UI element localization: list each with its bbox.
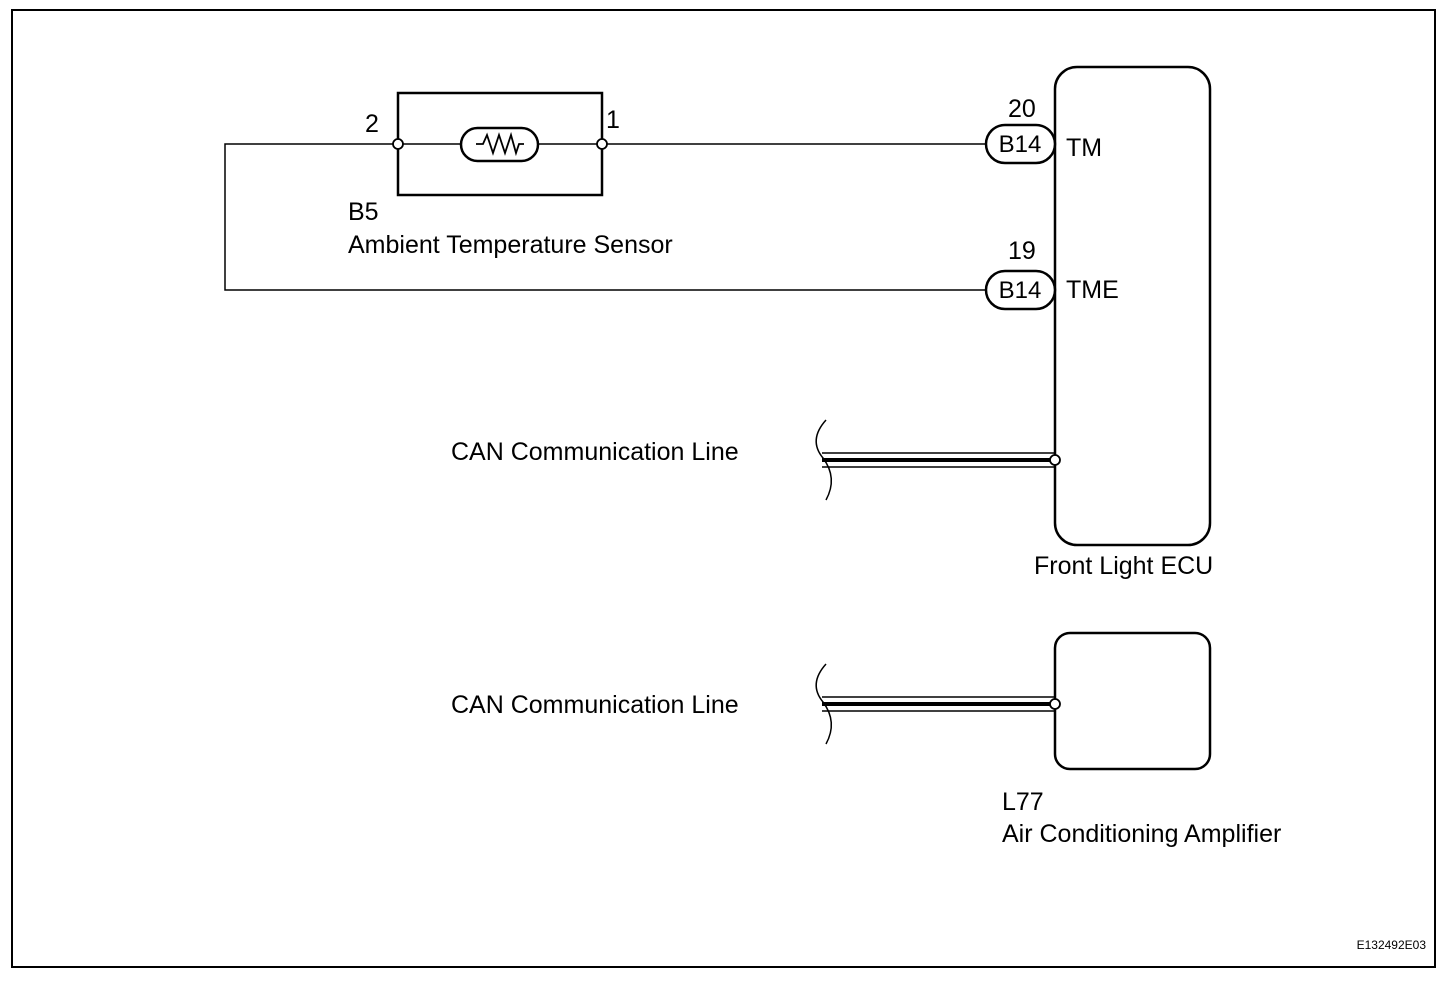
sensor-pin-left-label: 2 bbox=[365, 110, 379, 138]
wire-tme bbox=[224, 143, 987, 291]
ecu-terminal-tme-label: TME bbox=[1066, 276, 1119, 304]
sensor-pin-2-icon bbox=[392, 138, 404, 150]
connector-tme-code: B14 bbox=[999, 277, 1042, 304]
figure-code: E132492E03 bbox=[1357, 938, 1427, 952]
ecu-terminal-tm-label: TM bbox=[1066, 134, 1102, 162]
diagram-frame bbox=[11, 9, 1436, 968]
sensor-pin-1-icon bbox=[596, 138, 608, 150]
front-light-ecu-box bbox=[1053, 65, 1212, 547]
ecu-pin-tme: 19 bbox=[1008, 237, 1036, 265]
resistor-zigzag-icon bbox=[476, 131, 524, 157]
connector-b14-tm bbox=[984, 123, 1057, 165]
ac-amplifier-box bbox=[1053, 631, 1212, 771]
sensor-pin-right-label: 1 bbox=[606, 106, 620, 134]
connector-b14-tme bbox=[984, 269, 1057, 311]
amplifier-code: L77 bbox=[1002, 788, 1044, 816]
can-line-1-terminal-icon bbox=[1049, 454, 1061, 466]
can-line-2-label: CAN Communication Line bbox=[451, 691, 739, 719]
sensor-code: B5 bbox=[348, 198, 379, 226]
can-line-1-label: CAN Communication Line bbox=[451, 438, 739, 466]
thermistor-icon bbox=[459, 126, 540, 163]
ecu-name: Front Light ECU bbox=[1034, 552, 1213, 580]
connector-tm-code: B14 bbox=[999, 131, 1042, 158]
amplifier-name: Air Conditioning Amplifier bbox=[1002, 820, 1281, 848]
ecu-pin-tm: 20 bbox=[1008, 95, 1036, 123]
sensor-name: Ambient Temperature Sensor bbox=[348, 231, 673, 259]
can-line-2-terminal-icon bbox=[1049, 698, 1061, 710]
